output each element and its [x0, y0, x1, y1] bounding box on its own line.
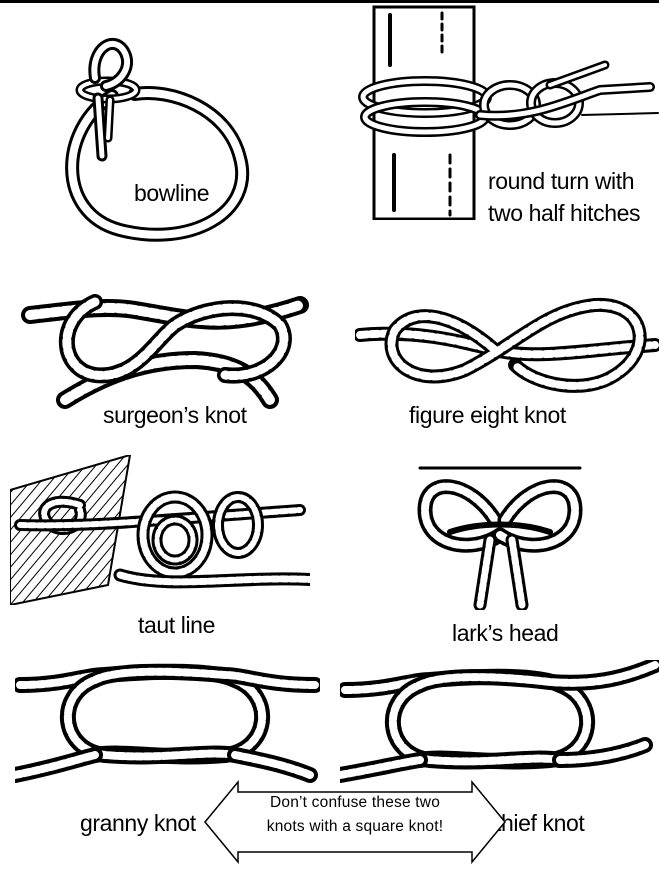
thief-knot-drawing [340, 660, 659, 785]
granny-knot-drawing [15, 655, 320, 785]
callout-line1: Don’t confuse these two [238, 791, 472, 815]
surgeons-knot-drawing [15, 280, 315, 410]
larks-head-knot-drawing [400, 460, 600, 610]
surgeons-knot-label: surgeon’s knot [103, 402, 247, 429]
callout-text: Don’t confuse these two knots with a squ… [238, 791, 472, 839]
granny-knot-diagram [15, 655, 320, 785]
round-turn-label-line1: round turn with [488, 168, 659, 195]
round-turn-diagram: round turn with two half hitches [350, 5, 659, 250]
larks-head-label: lark’s head [452, 620, 558, 647]
round-turn-label-line2: two half hitches [488, 200, 659, 227]
taut-line-diagram: taut line [10, 455, 310, 635]
callout-line2: knots with a square knot! [238, 815, 472, 839]
thief-knot-label: thief knot [495, 810, 584, 837]
taut-line-knot-drawing [10, 455, 310, 605]
thief-knot-diagram [340, 660, 659, 785]
surgeons-knot-diagram: surgeon’s knot [15, 280, 315, 435]
larks-head-diagram: lark’s head [400, 460, 600, 645]
bowline-diagram: bowline [40, 8, 300, 248]
round-turn-label: round turn with two half hitches [488, 168, 659, 227]
top-border [0, 0, 659, 3]
taut-line-label: taut line [138, 612, 215, 639]
figure-eight-diagram: figure eight knot [355, 290, 659, 435]
granny-knot-label: granny knot [80, 810, 196, 837]
figure-eight-knot-drawing [355, 290, 659, 405]
figure-eight-label: figure eight knot [409, 402, 566, 429]
bowline-label: bowline [134, 180, 209, 207]
comparison-callout: Don’t confuse these two knots with a squ… [204, 780, 506, 867]
bowline-knot-drawing [40, 8, 300, 248]
